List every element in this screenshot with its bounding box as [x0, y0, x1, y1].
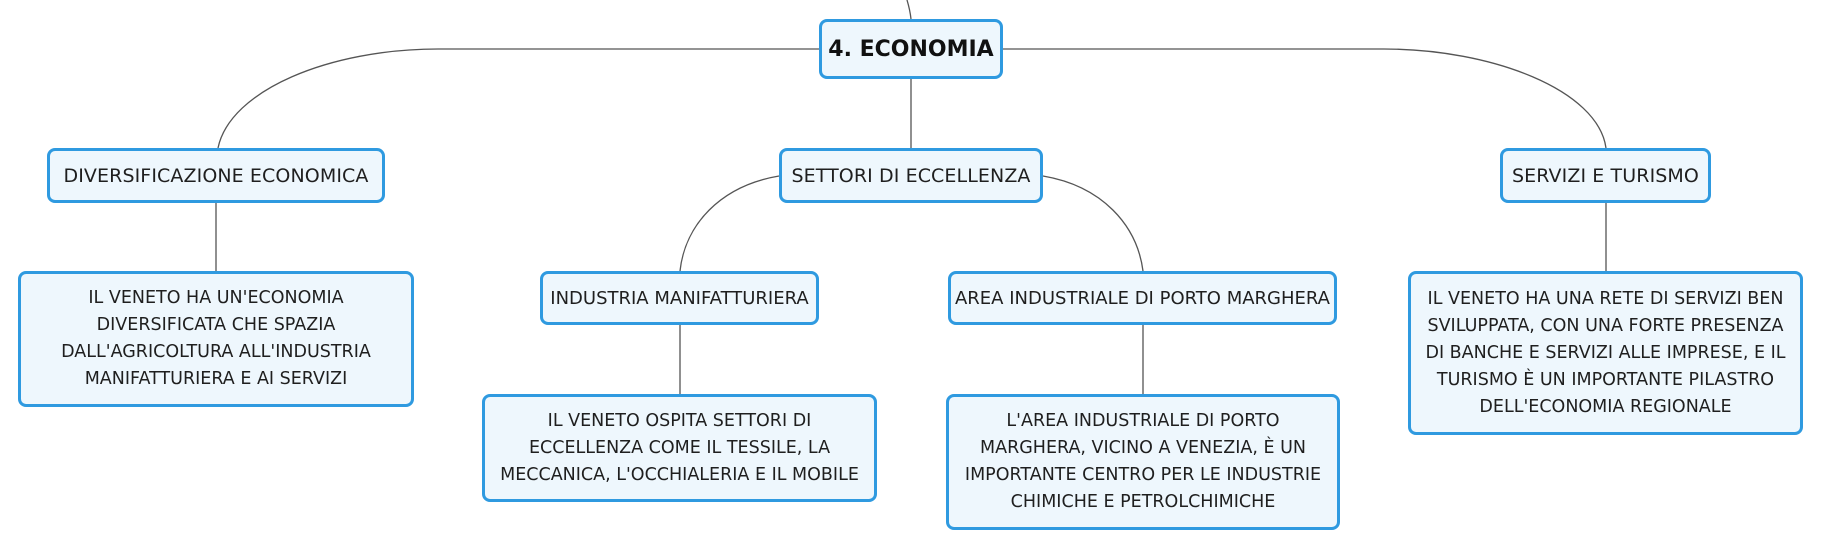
subtopic-industria-manifatturiera[interactable]: INDUSTRIA MANIFATTURIERA	[540, 271, 819, 325]
topic-label: SETTORI DI ECCELLENZA	[791, 164, 1031, 187]
root-topic-label: 4. ECONOMIA	[828, 36, 994, 62]
note-servizi-e-turismo[interactable]: IL VENETO HA UNA RETE DI SERVIZI BEN SVI…	[1408, 271, 1803, 435]
connector-settori-to-area	[1042, 175, 1144, 272]
topic-label: SERVIZI E TURISMO	[1512, 164, 1699, 187]
subtopic-area-industriale-porto-marghera[interactable]: AREA INDUSTRIALE DI PORTO MARGHERA	[948, 271, 1337, 325]
note-text: L'AREA INDUSTRIALE DI PORTO MARGHERA, VI…	[964, 411, 1322, 512]
topic-label: DIVERSIFICAZIONE ECONOMICA	[63, 164, 369, 187]
topic-diversificazione-economica[interactable]: DIVERSIFICAZIONE ECONOMICA	[47, 148, 385, 203]
topic-servizi-e-turismo[interactable]: SERVIZI E TURISMO	[1500, 148, 1711, 203]
note-text: IL VENETO OSPITA SETTORI DI ECCELLENZA C…	[500, 410, 859, 485]
connector-parent-to-root	[906, 0, 912, 20]
subtopic-label: AREA INDUSTRIALE DI PORTO MARGHERA	[954, 287, 1330, 309]
note-diversificazione[interactable]: IL VENETO HA UN'ECONOMIA DIVERSIFICATA C…	[18, 271, 414, 407]
note-text: IL VENETO HA UN'ECONOMIA DIVERSIFICATA C…	[61, 288, 371, 389]
connector-settori-to-industria	[679, 175, 780, 272]
topic-settori-di-eccellenza[interactable]: SETTORI DI ECCELLENZA	[779, 148, 1043, 203]
subtopic-label: INDUSTRIA MANIFATTURIERA	[550, 287, 809, 309]
connector-root-to-servizi	[1003, 48, 1607, 149]
note-industria-manifatturiera[interactable]: IL VENETO OSPITA SETTORI DI ECCELLENZA C…	[482, 394, 877, 502]
note-text: IL VENETO HA UNA RETE DI SERVIZI BEN SVI…	[1425, 288, 1786, 417]
root-topic-economia[interactable]: 4. ECONOMIA	[819, 19, 1003, 79]
note-porto-marghera[interactable]: L'AREA INDUSTRIALE DI PORTO MARGHERA, VI…	[946, 394, 1340, 530]
connector-root-to-diversificazione	[217, 48, 819, 149]
